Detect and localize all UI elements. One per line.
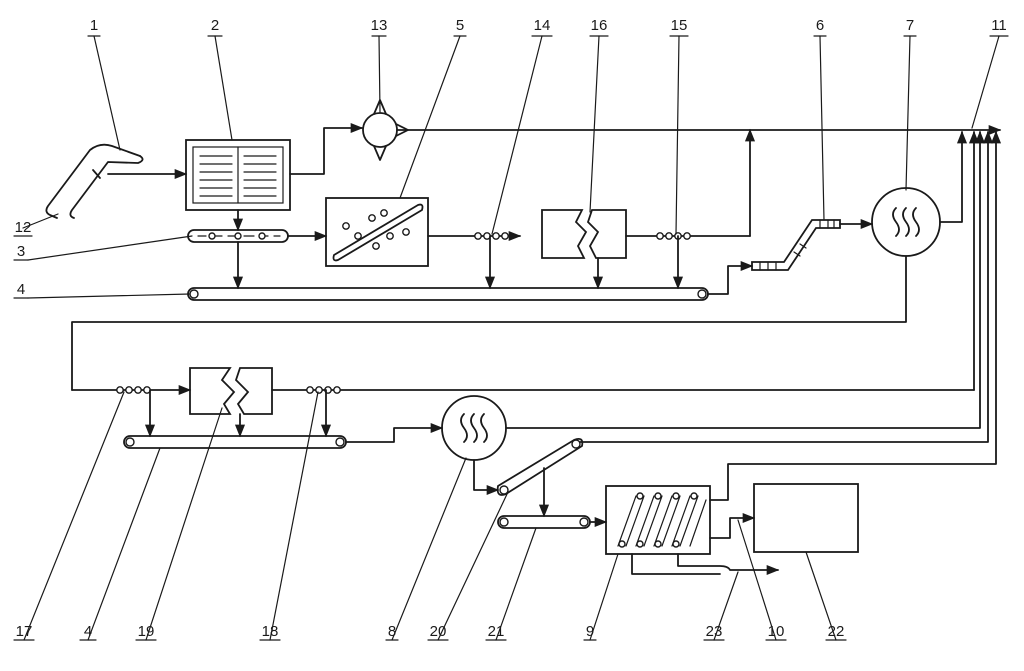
dryer-8: [441, 395, 507, 461]
separator-5: [325, 197, 429, 267]
label-14: 14: [534, 17, 551, 34]
label-19: 19: [138, 623, 155, 640]
label-1: 1: [90, 17, 98, 34]
elevator-6: [751, 219, 841, 271]
label-20: 20: [430, 623, 447, 640]
label-7: 7: [906, 17, 914, 34]
roller-conveyor-17: [71, 384, 192, 396]
label-11: 11: [991, 17, 1007, 34]
feed-chute-12: [45, 143, 144, 219]
roller-conveyor-14: [427, 230, 522, 242]
label-17: 17: [16, 623, 33, 640]
fan-13: [362, 99, 409, 161]
cooler-9: [605, 485, 711, 555]
label-22: 22: [828, 623, 845, 640]
label-8: 8: [388, 623, 396, 640]
label-16: 16: [591, 17, 608, 34]
label-10: 10: [768, 623, 785, 640]
label-6: 6: [816, 17, 824, 34]
inclined-conveyor-20: [496, 437, 584, 496]
label-5: 5: [456, 17, 464, 34]
flow-lines: [71, 122, 1002, 576]
label-2: 2: [211, 17, 219, 34]
label-12: 12: [15, 219, 32, 236]
label-21: 21: [488, 623, 505, 640]
storage-22: [753, 483, 859, 553]
label-15: 15: [671, 17, 688, 34]
label-9: 9: [586, 623, 594, 640]
belt-conveyor-21: [497, 515, 591, 529]
label-4a: 4: [17, 281, 25, 298]
conveyor-3: [187, 229, 289, 243]
label-18: 18: [262, 623, 279, 640]
crusher-16: [541, 209, 627, 259]
label-23: 23: [706, 623, 723, 640]
crusher-19: [189, 367, 273, 415]
dryer-7: [871, 187, 941, 257]
belt-conveyor-4-top: [187, 287, 709, 301]
roller-conveyor-15: [625, 232, 751, 240]
label-13: 13: [371, 17, 388, 34]
separator-2: [185, 139, 291, 211]
label-3: 3: [17, 243, 25, 260]
reference-labels: 1 2 13 5 14 16 15 6 7 11 12 3 4 17 4 19 …: [15, 17, 1007, 640]
roller-conveyor-18: [271, 386, 975, 394]
leader-lines: [13, 35, 1009, 641]
belt-conveyor-4-bottom: [123, 435, 347, 449]
label-4b: 4: [84, 623, 92, 640]
